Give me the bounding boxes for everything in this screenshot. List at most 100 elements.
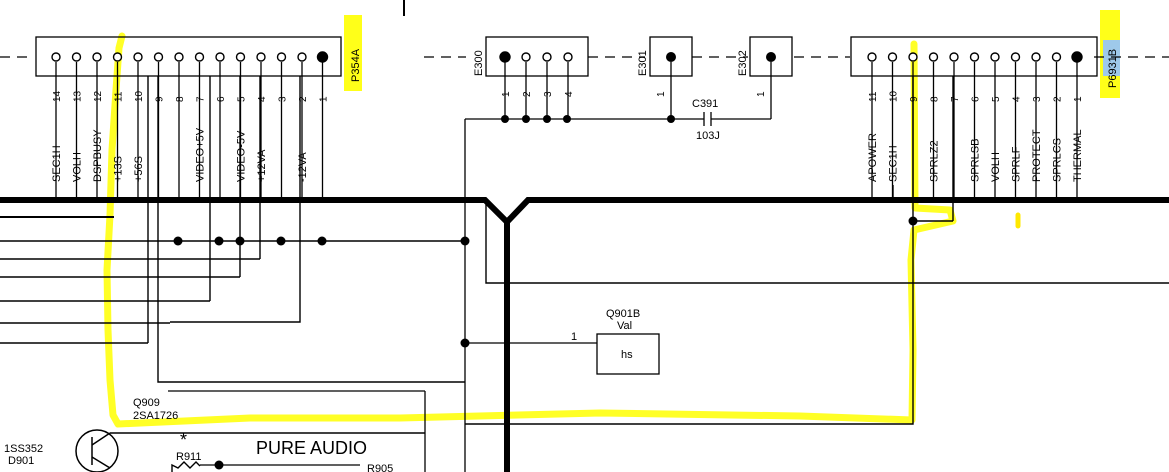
e300-pin-hole-1 [499, 51, 511, 63]
p6931b-pin-hole-7 [949, 52, 959, 62]
highlight-trace [103, 32, 957, 428]
pin-number-e302: 1 [756, 91, 767, 97]
p6931b-pin-number-8: 8 [930, 96, 941, 102]
p354a-pin-number-1: 1 [319, 96, 330, 102]
c391-value: 103J [696, 130, 720, 142]
p6931b-pin-hole-5 [990, 52, 1000, 62]
q901b-body [596, 333, 660, 375]
main-bus [0, 197, 1169, 472]
p6931b-pin-hole-3 [1031, 52, 1041, 62]
p6931b-pin-hole-6 [969, 52, 980, 62]
p6931b-pin-number-1: 1 [1073, 96, 1084, 102]
p354a-pin-number-2: 2 [298, 96, 309, 102]
ref-e301: E301 [637, 50, 649, 76]
d901-part: 1SS352 [4, 443, 43, 455]
p354a-pin-number-14: 14 [52, 90, 63, 102]
p354a-pin-number-6: 6 [216, 96, 227, 102]
p6931b-pin-number-9: 9 [909, 96, 920, 102]
p354a-pin-hole-5 [235, 52, 246, 62]
p354a-pin-hole-11 [112, 52, 123, 62]
e300-pins: 1 2 3 4 [499, 51, 575, 119]
e300-pin-number-2: 2 [522, 91, 533, 97]
p6931b-pin-hole-2 [1051, 52, 1062, 62]
r905-ref: R905 [367, 463, 393, 472]
highlight-p354a-tag [344, 15, 362, 91]
p354a-pin-number-4: 4 [257, 96, 268, 102]
sprlz2-junction [908, 216, 918, 226]
p354a-pin-hole-12 [92, 52, 102, 62]
p6931b-pin-number-7: 7 [950, 96, 961, 102]
p354a-junctions [173, 236, 327, 246]
r911-ref: R911 [176, 451, 201, 463]
p354a-signal-label: DSPBUSY [92, 129, 104, 182]
p354a-pin-hole-6 [215, 52, 225, 62]
p6931b-pin-number-6: 6 [971, 96, 982, 102]
pin-hole-e301 [666, 52, 676, 62]
p354a-pin-hole-7 [194, 52, 205, 62]
p354a-pin-hole-2 [297, 52, 307, 62]
q909-ref: Q909 [133, 397, 160, 409]
c391-ref: C391 [692, 98, 718, 110]
q901b-ref: Q901B [606, 308, 640, 320]
p354a-pin-hole-8 [174, 52, 184, 62]
p6931b-pin-number-10: 10 [889, 90, 900, 102]
p6931b-pin-hole-1 [1071, 51, 1083, 63]
p6931b-signal-label: SEC1H [888, 145, 900, 182]
p6931b-signal-label: SPRLZ2 [929, 140, 941, 182]
p6931b-pin-number-3: 3 [1032, 96, 1043, 102]
q909-part: 2SA1726 [133, 410, 178, 422]
p354a-pin-number-13: 13 [73, 90, 84, 102]
ground-net-junctions [460, 115, 675, 348]
d901-ref: D901 [8, 455, 34, 467]
p354a-signal-label: +12VA [256, 149, 268, 182]
connector-e300 [485, 36, 589, 77]
p6931b-pin-number-4: 4 [1012, 96, 1023, 102]
e300-pin-hole-2 [521, 52, 531, 62]
r911-resistor [171, 461, 201, 472]
e300-pin-number-3: 3 [543, 91, 554, 97]
ref-e302: E302 [737, 50, 749, 76]
p6931b-signal-label: SPRLSB [970, 139, 982, 182]
p354a-pin-number-9: 9 [155, 96, 166, 102]
pin-hole-e302 [766, 52, 776, 62]
p354a-pin-number-5: 5 [237, 96, 248, 102]
p354a-pin-hole-4 [256, 52, 266, 62]
p6931b-pin-number-5: 5 [991, 96, 1002, 102]
r911-mark: * [180, 430, 187, 450]
highlight-p6931b-tag-blue [1103, 40, 1120, 76]
connector-p354a [35, 36, 342, 77]
p354a-pin-number-11: 11 [114, 91, 125, 102]
p354a-signal-label: -12VA [297, 152, 309, 182]
p354a-pin-hole-14 [51, 52, 61, 62]
p354a-pin-number-3: 3 [278, 96, 289, 102]
e300-pin-number-4: 4 [564, 91, 575, 97]
e300-pin-number-1: 1 [501, 91, 512, 97]
p354a-pin-number-7: 7 [196, 96, 207, 102]
p354a-pin-hole-3 [276, 52, 287, 62]
p354a-pin-hole-1 [316, 51, 329, 63]
p6931b-pin-hole-4 [1010, 52, 1021, 62]
p6931b-signal-label: VOLH [990, 152, 1002, 182]
pin-number-e301: 1 [656, 91, 667, 97]
p354a-signal-label: SEC1H [51, 145, 63, 182]
q901b-pin: 1 [571, 331, 577, 343]
p6931b-signal-label: SPRLCS [1052, 138, 1064, 182]
p354a-signal-label: VOLH [72, 152, 84, 182]
p6931b-signal-label: SPRLF [1011, 146, 1023, 182]
p6931b-pin-hole-9 [908, 52, 918, 62]
p6931b-signal-label: APOWER [867, 133, 879, 182]
q909-transistor-symbol [75, 429, 119, 472]
p354a-pin-hole-10 [133, 52, 143, 62]
q909-transistor-leads [91, 432, 425, 469]
p6931b-pin-hole-10 [887, 52, 898, 62]
ref-e300: E300 [473, 50, 485, 76]
e300-pin-hole-3 [542, 52, 552, 62]
q901b-body-label: hs [621, 349, 633, 361]
p6931b-pin-number-11: 11 [868, 91, 879, 102]
p6931b-pin-number-2: 2 [1053, 96, 1064, 102]
e300-pin-hole-4 [563, 52, 573, 62]
p354a-pin-number-8: 8 [175, 96, 186, 102]
